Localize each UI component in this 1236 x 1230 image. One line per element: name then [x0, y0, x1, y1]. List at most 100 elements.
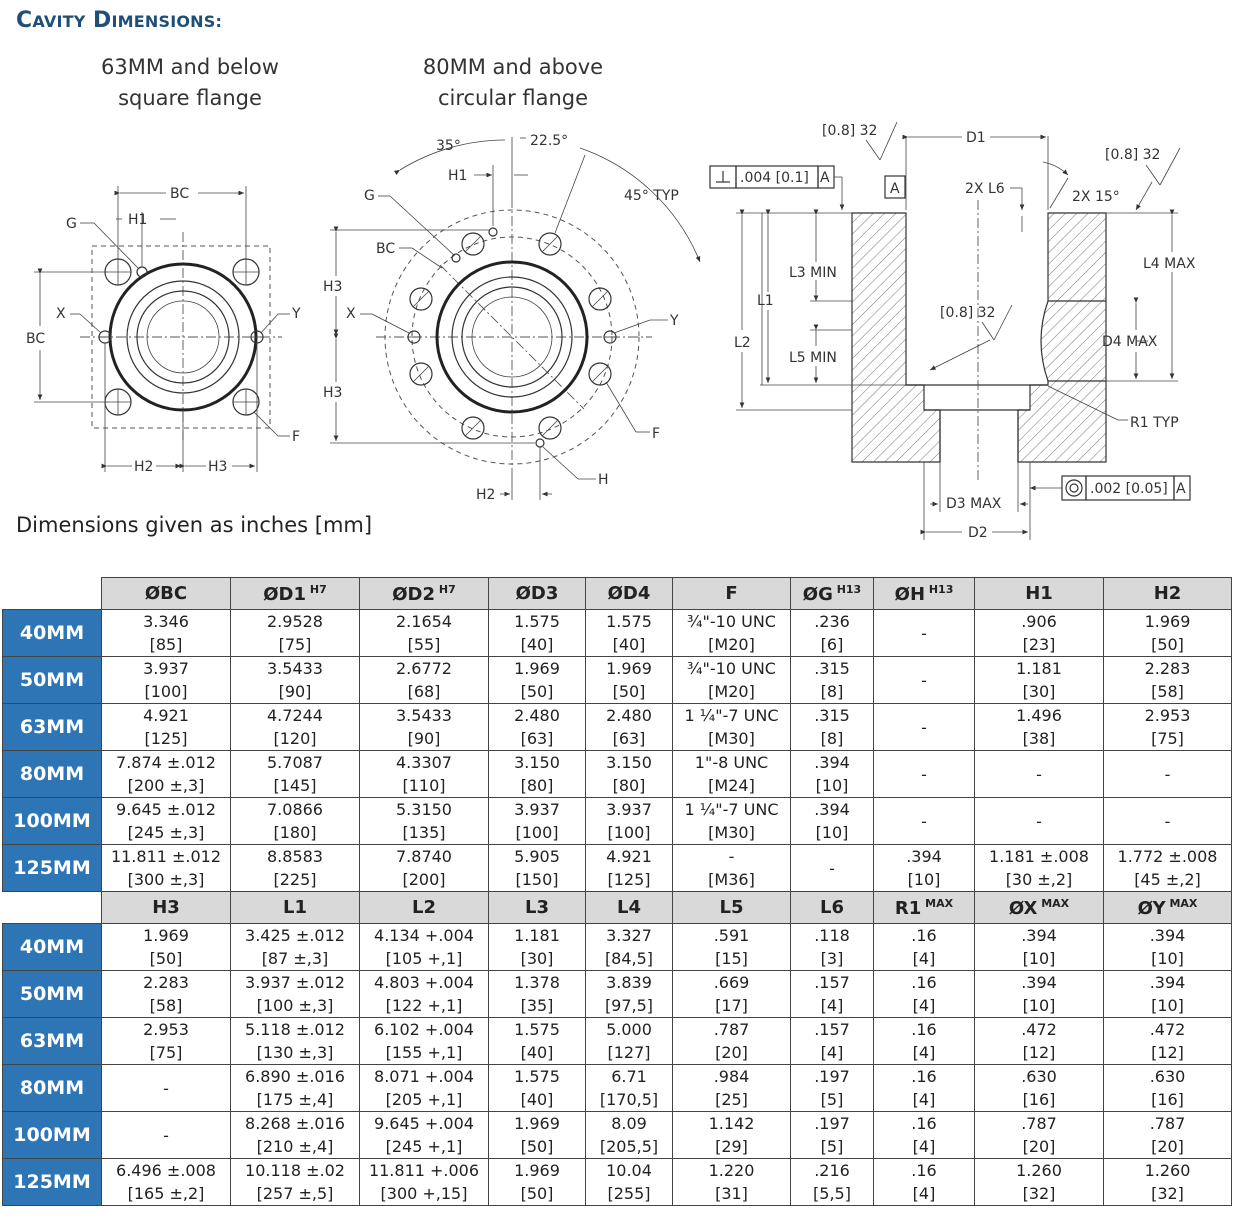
cell-mm-value: [4]: [912, 949, 936, 968]
cell-mm-value: [100]: [144, 682, 188, 701]
table-cell: .591[15]: [672, 923, 791, 971]
cell-inch-value: 5.118 ±.012: [245, 1020, 345, 1039]
cell-inch-value: 1 ¼"-7 UNC: [684, 706, 779, 725]
section-view-drawing: D1 [0.8] 32 [0.8] 32 A 2X L6 2X 15° .004…: [709, 121, 1196, 541]
cell-inch-value: 5.3150: [396, 800, 452, 819]
cell-inch-value: .16: [911, 1020, 937, 1039]
row-label: 63MM: [2, 703, 102, 751]
table-cell: 1.575[40]: [488, 1064, 586, 1112]
section-2x15-label: 2X 15°: [1072, 189, 1120, 205]
cell-mm-value: [50]: [520, 1184, 554, 1203]
cell-inch-value: 11.811 ±.012: [110, 847, 222, 866]
table-cell: 3.937[100]: [488, 797, 586, 845]
cell-mm-value: [25]: [715, 1090, 748, 1109]
header-symbol: ØG: [802, 583, 833, 605]
cell-mm-value: [20]: [715, 1043, 748, 1062]
cell-inch-value: 5.905: [514, 847, 560, 866]
cell-mm-value: [50]: [1151, 635, 1184, 654]
page-title: CAVITY DIMENSIONS:: [16, 8, 222, 33]
cell-mm-value: [58]: [1151, 682, 1184, 701]
square-g-label: G: [66, 216, 77, 232]
table-cell: -: [790, 844, 874, 892]
cell-mm-value: [20]: [1151, 1137, 1184, 1156]
cell-inch-value: 6.496 ±.008: [116, 1161, 216, 1180]
cell-mm-value: [63]: [520, 729, 554, 748]
table-cell: 1.969[50]: [101, 923, 231, 971]
table-cell: 1.260[32]: [974, 1158, 1104, 1206]
row-label: 40MM: [2, 609, 102, 657]
technical-drawings: BC H1 G BC X Y F H2 H3: [26, 121, 1196, 541]
column-header: ØG H13: [790, 577, 874, 610]
cell-inch-value: .315: [814, 706, 850, 725]
cell-mm-value: [50]: [520, 682, 554, 701]
title-rest-2: IMENSIONS:: [111, 12, 223, 31]
cell-inch-value: 2.6772: [396, 659, 452, 678]
header-symbol: ØD1: [263, 583, 307, 605]
cell-mm-value: [4]: [912, 1137, 936, 1156]
table-cell: 4.3307[110]: [359, 750, 489, 798]
cell-inch-value: 3.150: [514, 753, 560, 772]
cell-inch-value: 9.645 +.004: [374, 1114, 474, 1133]
section-d2-label: D2: [968, 525, 988, 541]
cell-inch-value: -: [1036, 811, 1042, 831]
cell-inch-value: .16: [911, 973, 937, 992]
cell-mm-value: [16]: [1151, 1090, 1184, 1109]
row-label: 125MM: [2, 1158, 102, 1206]
square-title-line-1: 63MM and below: [101, 55, 279, 79]
table-cell: 5.000[127]: [585, 1017, 673, 1065]
cell-inch-value: ¾"-10 UNC: [687, 659, 776, 678]
table-cell: 1.575[40]: [585, 609, 673, 657]
cell-mm-value: [257 ±,5]: [256, 1184, 334, 1203]
header-symbol: ØD4: [607, 583, 651, 604]
circular-angle-45-label: 45° TYP: [624, 188, 679, 204]
square-h2-label: H2: [134, 459, 153, 475]
table-cell: -[M36]: [672, 844, 791, 892]
cell-mm-value: [75]: [1151, 729, 1184, 748]
square-flange-title: 63MM and below square flange: [85, 52, 295, 114]
cell-inch-value: 2.283: [143, 973, 189, 992]
cell-mm-value: [4]: [820, 996, 844, 1015]
cell-mm-value: [4]: [912, 1043, 936, 1062]
section-roughness-2: [0.8] 32: [1105, 147, 1160, 163]
cell-inch-value: -: [921, 764, 927, 784]
table-cell: 1 ¼"-7 UNC[M30]: [672, 797, 791, 845]
header-symbol: H1: [1025, 583, 1053, 604]
table-cell: 7.0866[180]: [230, 797, 360, 845]
table-cell: 1 ¼"-7 UNC[M30]: [672, 703, 791, 751]
cell-inch-value: -: [921, 811, 927, 831]
cell-mm-value: [20]: [1022, 1137, 1056, 1156]
cell-mm-value: [12]: [1022, 1043, 1056, 1062]
cell-mm-value: [200]: [402, 870, 446, 889]
table-cell: 1.181[30]: [488, 923, 586, 971]
table-cell: 3.150[80]: [585, 750, 673, 798]
circular-y-label: Y: [669, 313, 679, 329]
table-cell: 3.5433[90]: [230, 656, 360, 704]
table-cell: 1.181[30]: [974, 656, 1104, 704]
table-cell: 1.181 ±.008[30 ±,2]: [974, 844, 1104, 892]
header-symbol: ØD2: [392, 583, 436, 605]
table-cell: 2.953[75]: [1103, 703, 1232, 751]
header-symbol: L6: [820, 897, 844, 918]
column-header: ØD4: [585, 577, 673, 610]
cell-mm-value: [10]: [1151, 949, 1184, 968]
circular-h1-label: H1: [448, 168, 467, 184]
table-cell: 6.102 +.004[155 +,1]: [359, 1017, 489, 1065]
cell-mm-value: [30]: [520, 949, 554, 968]
column-header: H2: [1103, 577, 1232, 610]
cell-inch-value: 5.7087: [267, 753, 323, 772]
section-d4-label: D4 MAX: [1102, 334, 1158, 350]
title-cap-1: C: [16, 8, 33, 33]
cell-mm-value: [50]: [520, 1137, 554, 1156]
table-cell: 3.150[80]: [488, 750, 586, 798]
table-cell: -: [873, 750, 975, 798]
header-symbol: L5: [719, 897, 744, 918]
cell-inch-value: 7.0866: [267, 800, 323, 819]
table-cell: 1.575[40]: [488, 609, 586, 657]
column-header: ØD3: [488, 577, 586, 610]
cell-inch-value: 1.772 ±.008: [1117, 847, 1218, 866]
table-cell: 3.346[85]: [101, 609, 231, 657]
table-cell: -: [873, 703, 975, 751]
